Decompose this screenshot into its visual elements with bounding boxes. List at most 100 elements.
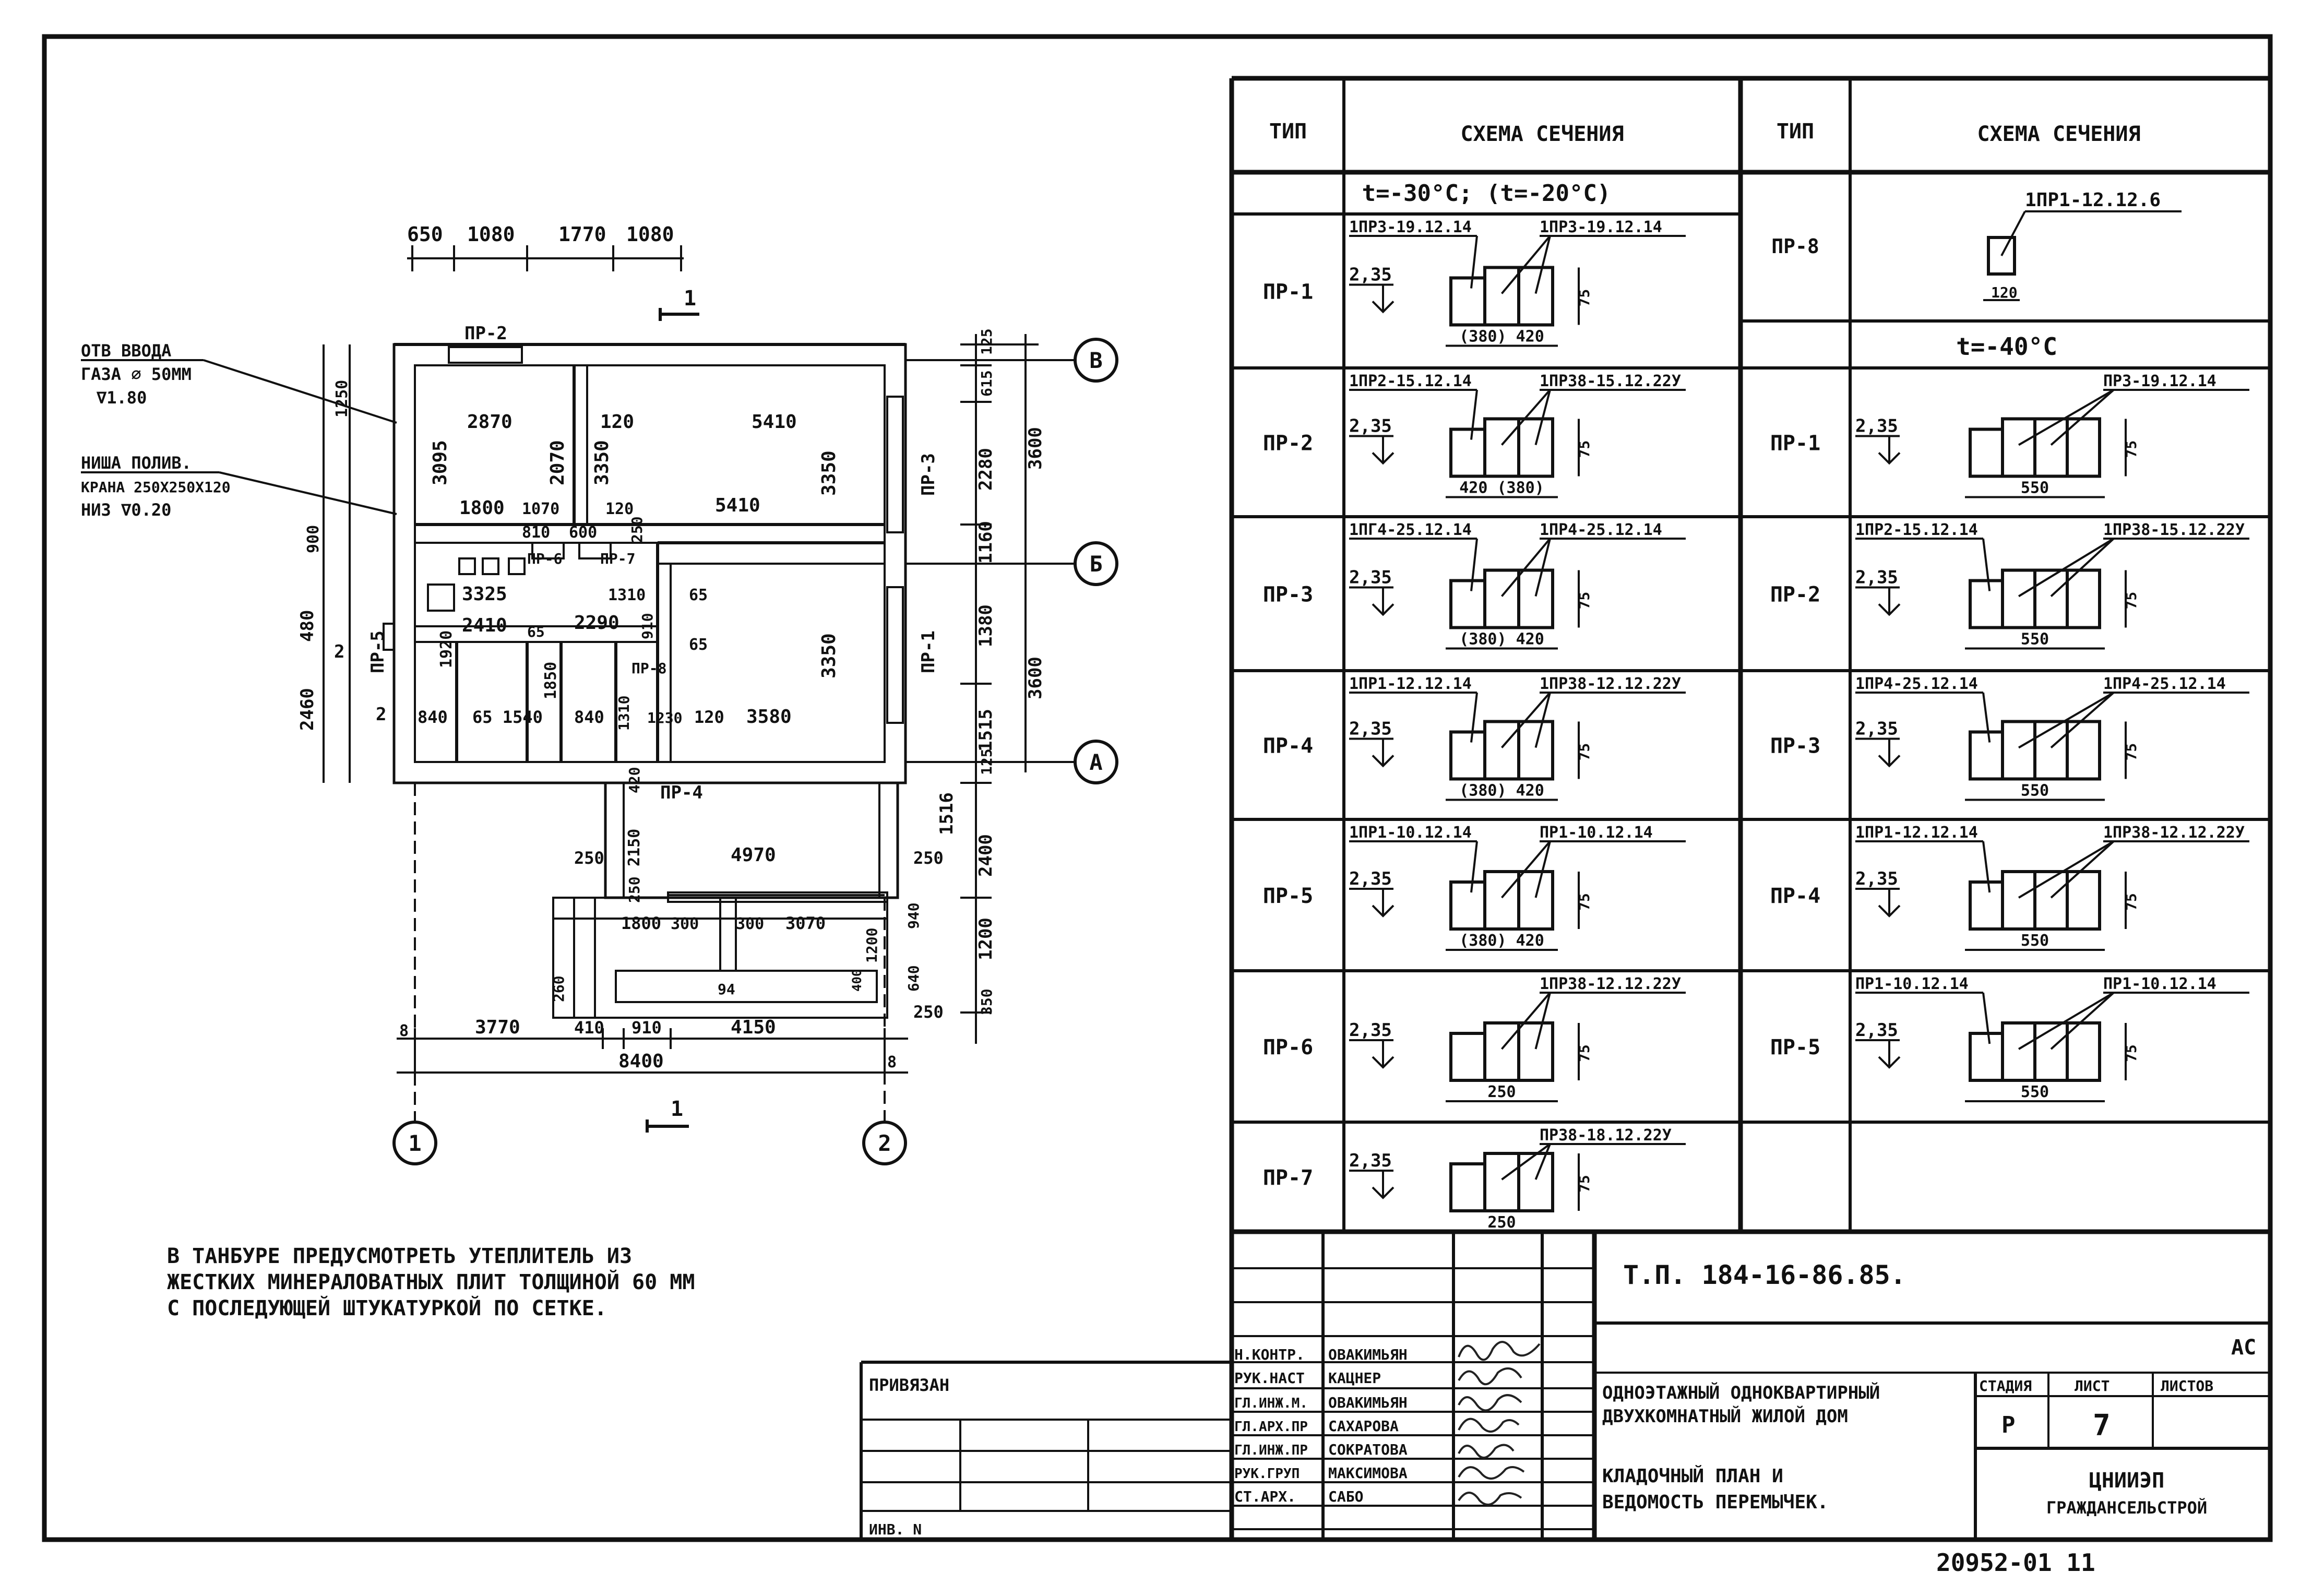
axis-label-2: 2	[878, 1130, 891, 1156]
dim-3350b: 3350	[591, 440, 613, 485]
dim-260: 260	[550, 975, 567, 1002]
lintel-height-L0: 75	[1576, 289, 1593, 307]
title-block: ПРИВЯЗАН ИНВ. N Н.КОНТР. РУК.НАСТ ГЛ.ИНЖ…	[860, 1232, 2273, 1577]
lintel-label-b-L0: 1ПР3-19.12.14	[1540, 218, 1662, 236]
lintel-type-R3: ПР-4	[1770, 884, 1820, 908]
dim-1800a: 1800	[459, 497, 505, 519]
bdim-910: 910	[631, 1018, 662, 1038]
bound-label: ПРИВЯЗАН	[869, 1375, 949, 1395]
tag-pr6: ПР-6	[527, 550, 562, 567]
lintel-height-L1: 75	[1576, 440, 1593, 458]
role-3: ГЛ.ИНЖ.М.	[1234, 1396, 1308, 1411]
note-line-2: ЖЕСТКИХ МИНЕРАЛОВАТНЫХ ПЛИТ ТОЛЩИНОЙ 60 …	[167, 1269, 695, 1294]
lintel-block-R4-3	[2066, 1021, 2101, 1082]
tag-pr7: ПР-7	[600, 550, 635, 567]
axis-label-a: А	[1089, 749, 1102, 775]
level-arrow-R2	[1855, 737, 1901, 768]
lintel-label-b-L3: 1ПР38-12.12.22У	[1540, 675, 1681, 693]
rdim-1516: 1516	[936, 792, 957, 835]
lintel-block-R2-1	[2001, 720, 2036, 781]
lintel-block-L6-0	[1449, 1162, 1486, 1212]
rdim-1515: 1515	[975, 709, 996, 752]
bdim-410: 410	[574, 1018, 604, 1038]
top-dim-1080a: 1080	[467, 223, 515, 246]
dim-5410a: 5410	[752, 411, 797, 433]
lintel-block-L3-1	[1483, 720, 1520, 781]
tag-pr3: ПР-3	[918, 453, 939, 496]
level-mark-R4: 2,35	[1855, 1020, 1898, 1041]
lintel-height-L3: 75	[1576, 743, 1593, 761]
dim-3070: 3070	[785, 913, 826, 933]
lintel-type-R2: ПР-3	[1770, 734, 1820, 758]
lintel-block-R3-3	[2066, 870, 2101, 931]
lintel-block-R3-2	[2033, 870, 2069, 931]
lintel-block-R1-3	[2066, 568, 2101, 629]
dim-250a: 250	[628, 516, 646, 543]
tag-pr8: ПР-8	[631, 660, 666, 677]
level-arrow-L6	[1349, 1170, 1395, 1199]
lintel-type-L2: ПР-3	[1263, 583, 1313, 607]
dim-400: 400	[850, 969, 864, 992]
floor-plan: 650 1080 1770 1080 1 1	[81, 223, 1118, 1165]
doc-mark: АС	[2231, 1336, 2256, 1360]
bdim-3770: 3770	[475, 1017, 520, 1038]
dim-1310: 1310	[608, 586, 646, 604]
axis-bubble-b	[1074, 541, 1118, 586]
lintel-block-L5-2	[1517, 1021, 1554, 1082]
lintel-block-L5-0	[1449, 1032, 1486, 1082]
dim-94: 94	[718, 981, 735, 998]
axis-bubble-1	[392, 1121, 437, 1165]
lintel-width-L6: 250	[1487, 1213, 1516, 1232]
dim-2290: 2290	[574, 612, 619, 634]
dim-640: 640	[905, 965, 922, 992]
level-arrow-R3	[1855, 888, 1901, 918]
header-scheme-left: СХЕМА СЕЧЕНИЯ	[1460, 122, 1624, 146]
note-line-1: В ТАНБУРЕ ПРЕДУСМОТРЕТЬ УТЕПЛИТЕЛЬ ИЗ	[167, 1244, 632, 1268]
lintel-type-R1: ПР-2	[1770, 583, 1820, 607]
dim-120b: 120	[605, 500, 634, 518]
lintel-height-R2: 75	[2123, 743, 2140, 761]
top-dim-1770: 1770	[558, 223, 606, 246]
rdim-3600b: 3600	[1025, 657, 1046, 699]
lintel-label-b-R3: 1ПР38-12.12.22У	[2103, 824, 2245, 842]
ldim-2460: 2460	[297, 688, 318, 731]
name-4: САХАРОВА	[1328, 1418, 1399, 1435]
lintel-block-L4-2	[1517, 870, 1554, 931]
lintel-type-R0: ПР-1	[1770, 432, 1820, 456]
lintel-width-L5: 250	[1487, 1083, 1516, 1101]
header-scheme-right: СХЕМА СЕЧЕНИЯ	[1977, 122, 2140, 146]
lintel-block-R4-1	[2001, 1021, 2036, 1082]
lintel-label-b-L4: ПР1-10.12.14	[1540, 824, 1653, 842]
project-line-1: ОДНОЭТАЖНЫЙ ОДНОКВАРТИРНЫЙ	[1602, 1382, 1880, 1403]
level-mark-L2: 2,35	[1349, 567, 1392, 588]
archive-number: 20952-01 11	[1936, 1549, 2095, 1577]
level-arrow-R0	[1855, 435, 1901, 465]
role-2: РУК.НАСТ	[1234, 1369, 1305, 1387]
ldim-2b: 2	[376, 704, 386, 725]
lintel-label-b-R1: 1ПР38-15.12.22У	[2103, 521, 2245, 539]
lintel-height-R0: 75	[2123, 440, 2140, 458]
lintel-block-R2-3	[2066, 720, 2101, 781]
dim-300a: 300	[671, 915, 699, 933]
note-gas-1: ОТВ ВВОДА	[81, 341, 171, 361]
dim-2150: 2150	[625, 829, 643, 866]
lintel-block-R2-2	[2033, 720, 2069, 781]
stage-value: Р	[2001, 1412, 2016, 1438]
lintel-label-b-L1: 1ПР38-15.12.22У	[1540, 372, 1681, 390]
dim-250e: 250	[913, 1002, 944, 1022]
dim-65a: 65	[689, 586, 708, 604]
lintel-table: ТИП СХЕМА СЕЧЕНИЯ ТИП СХЕМА СЕЧЕНИЯ t=-3…	[1229, 78, 2273, 1540]
lintel-label-a-R3: 1ПР1-12.12.14	[1855, 824, 1978, 842]
temp-left: t=-30°C; (t=-20°C)	[1362, 180, 1611, 207]
dim-2870: 2870	[467, 411, 513, 433]
tag-pr1: ПР-1	[918, 630, 939, 673]
lintel-height-L4: 75	[1576, 893, 1593, 911]
temp-right: t=-40°C	[1956, 332, 2057, 361]
lintel-block-L1-0	[1449, 427, 1486, 478]
lintel-height-L5: 75	[1576, 1044, 1593, 1062]
section-mark-bottom: 1	[671, 1097, 683, 1121]
dim-3325: 3325	[462, 583, 507, 605]
lintel-width-R1: 550	[2021, 630, 2049, 649]
dim-3095: 3095	[430, 440, 451, 485]
lintel-label-b-R4: ПР1-10.12.14	[2103, 975, 2216, 993]
